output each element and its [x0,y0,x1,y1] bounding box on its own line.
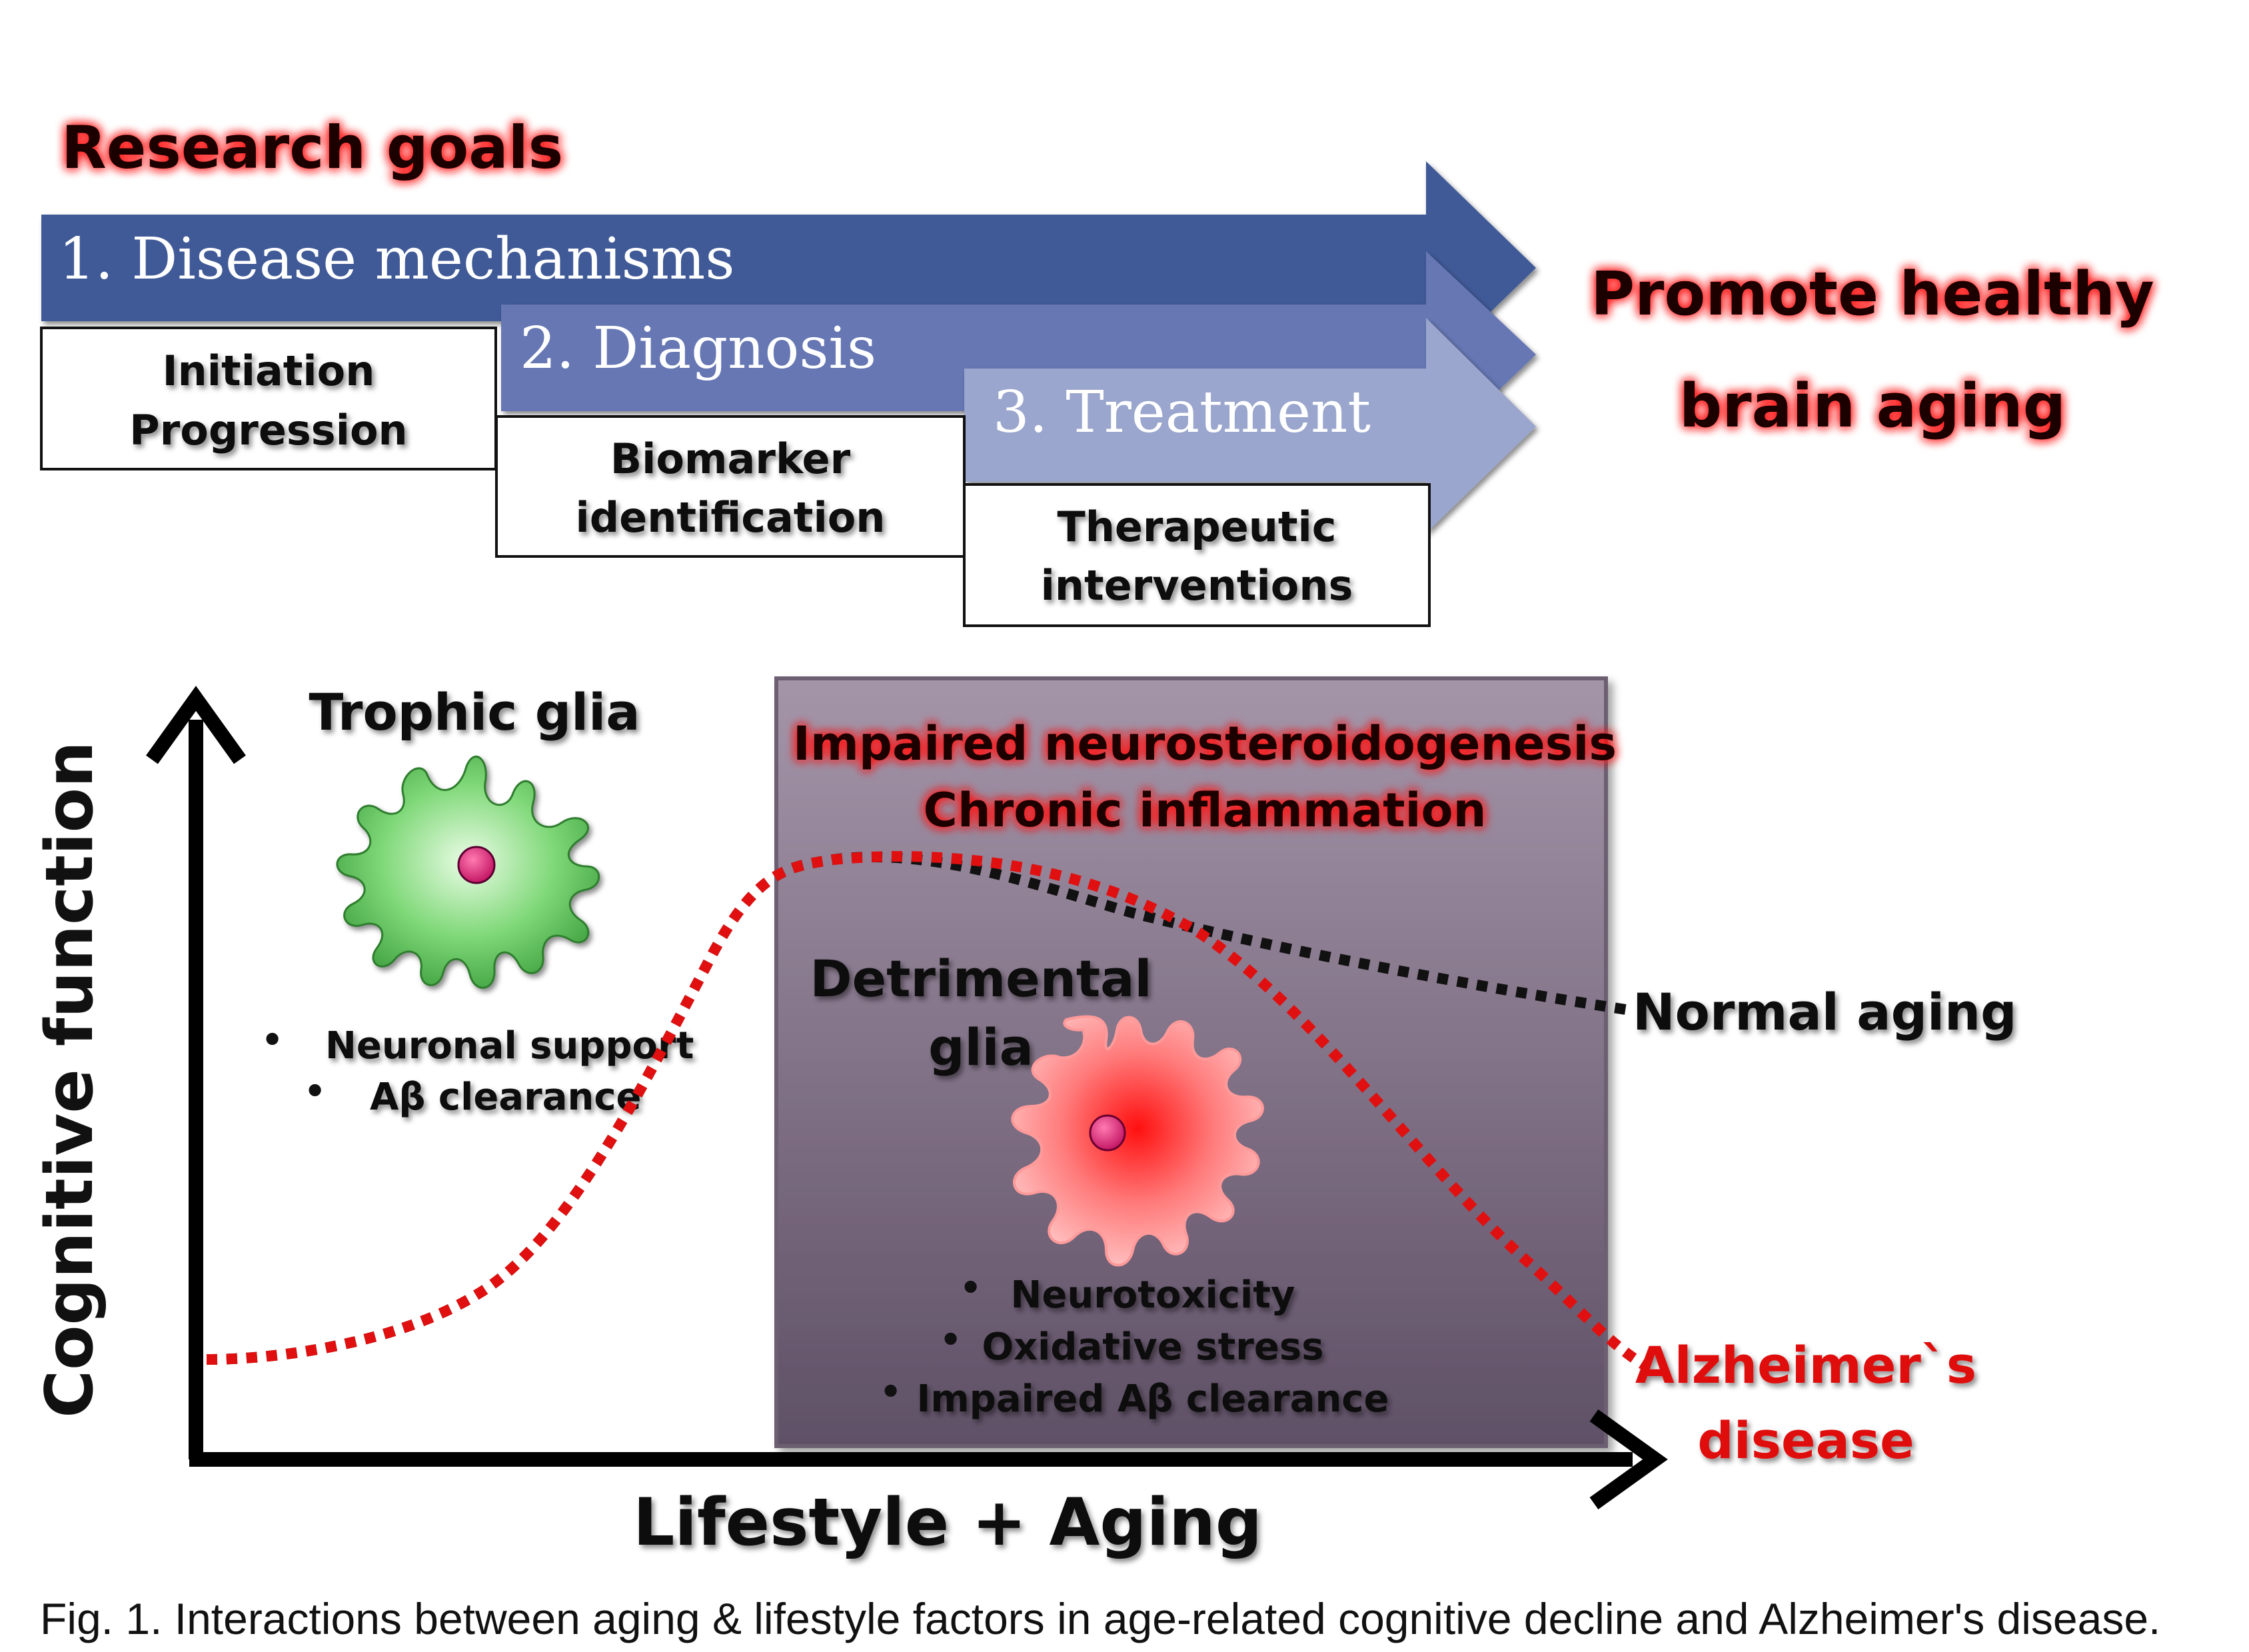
box-bullet-3: Impaired Aβ clearance [917,1377,1389,1421]
initiation-line-2: Progression [129,406,407,454]
box-bullet-2-dot: • [940,1320,962,1360]
detrimental-line-1: Detrimental [810,949,1152,1008]
ad-label-line-1: Alzheimer`s [1635,1335,1976,1395]
arrow-3-shape [964,318,1536,533]
therapeutic-box [963,483,1431,627]
y-axis [146,686,246,1459]
box-headline-2: Chronic inflammation [924,783,1487,838]
box-bullet-1: Neurotoxicity [1010,1273,1295,1317]
arrow-1-label: 1. Disease mechanisms [59,226,735,293]
detrimental-line-2: glia [928,1018,1034,1077]
box-bullet-3-dot: • [880,1372,902,1412]
box-bullet-1-dot: • [960,1268,982,1308]
x-axis-label: Lifestyle + Aging [633,1485,1262,1561]
biomarker-box [495,415,966,558]
biomarker-line-1: Biomarker [610,434,851,483]
ad-label-line-2: disease [1697,1411,1914,1470]
box-bullet-2: Oxidative stress [982,1325,1323,1369]
green-glia-cell-icon [336,756,600,989]
arrow-treatment [964,318,1536,533]
trophic-bullet-2: Aβ clearance [370,1076,642,1119]
biomarker-line-2: identification [576,493,886,542]
arrow-2-label: 2. Diagnosis [520,315,876,382]
box-headline-1: Impaired neurosteroidogenesis [793,716,1617,771]
initiation-line-1: Initiation [163,347,375,395]
red-glia-cell-icon [1011,1015,1264,1267]
therapeutic-line-1: Therapeutic [1057,502,1336,551]
alzheimers-curve [206,851,1649,1371]
trophic-bullet-1: Neuronal support [325,1024,694,1068]
goal-line-1: Promote healthy [1591,259,2154,329]
initiation-box [40,327,497,470]
green-cell-nucleus-icon [457,846,496,884]
red-cell-nucleus-icon [1089,1114,1126,1152]
therapeutic-line-2: interventions [1041,561,1353,610]
trophic-bullet-2-dot: • [304,1072,326,1112]
goal-line-2: brain aging [1679,371,2066,441]
normal-aging-label: Normal aging [1633,982,2017,1042]
figure-caption: Fig. 1. Interactions between aging & lif… [40,1594,2160,1643]
trophic-glia-title: Trophic glia [309,682,640,742]
research-goals-title: Research goals [61,113,563,182]
trophic-bullet-1-dot: • [261,1020,283,1060]
arrow-3-label: 3. Treatment [993,379,1371,446]
x-axis [189,1409,1668,1509]
y-axis-label: Cognitive function [32,741,108,1417]
